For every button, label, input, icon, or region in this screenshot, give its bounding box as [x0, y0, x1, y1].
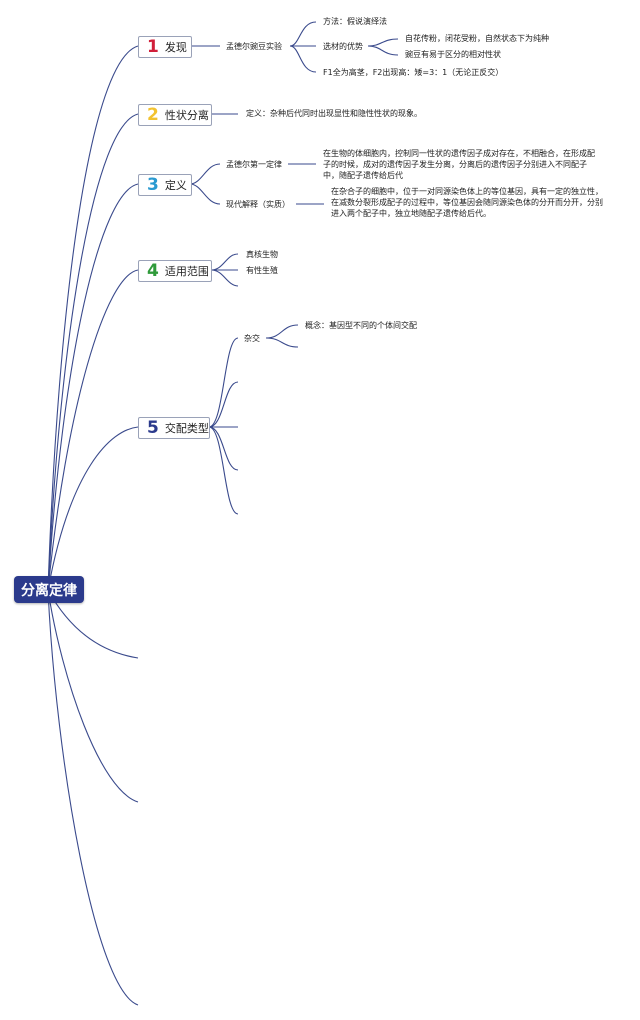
- branch-t5-cross: [208, 337, 239, 428]
- topic-number: 5: [147, 418, 159, 438]
- topic-label: 发现: [164, 41, 187, 54]
- branch-root-topic2: [47, 113, 139, 591]
- branch-adv-1: [367, 38, 399, 47]
- topic-label: 性状分离: [164, 109, 209, 122]
- node-sexual-reproduction[interactable]: 有性生殖: [246, 266, 278, 275]
- node-modern-text[interactable]: 在杂合子的细胞中，位于一对同源染色体上的等位基因，具有一定的独立性，在减数分裂形…: [331, 187, 603, 218]
- branch-root-topic4: [47, 269, 139, 591]
- node-f1f2-result[interactable]: F1全为高茎，F2出现高：矮=3：1（无论正反交）: [323, 68, 504, 77]
- topic-discovery[interactable]: 1 发现: [138, 36, 192, 58]
- branch-root-empty2: [47, 589, 139, 803]
- root-topic[interactable]: 分离定律: [14, 576, 84, 603]
- node-method[interactable]: 方法：假说演绎法: [323, 17, 387, 26]
- topic-number: 1: [147, 37, 159, 57]
- topic-mating-types[interactable]: 5 交配类型: [138, 417, 210, 439]
- branch-cross-concept: [265, 324, 299, 339]
- node-cross-concept[interactable]: 概念：基因型不同的个体间交配: [305, 321, 417, 330]
- topic-scope[interactable]: 4 适用范围: [138, 260, 212, 282]
- branch-t3-law1: [189, 163, 221, 185]
- node-advantage[interactable]: 选材的优势: [323, 42, 363, 51]
- node-eukaryote[interactable]: 真核生物: [246, 250, 278, 259]
- branch-cross-empty: [265, 337, 299, 348]
- branch-root-topic5: [47, 426, 139, 591]
- topic-label: 定义: [164, 179, 187, 192]
- topic-number: 2: [147, 105, 159, 125]
- topic-label: 适用范围: [164, 265, 209, 278]
- topic-segregation[interactable]: 2 性状分离: [138, 104, 212, 126]
- node-modern-explanation[interactable]: 现代解释（实质）: [226, 200, 290, 209]
- node-mendel-first-law[interactable]: 孟德尔第一定律: [226, 160, 282, 169]
- node-adv-traits[interactable]: 豌豆有易于区分的相对性状: [405, 50, 501, 59]
- topic-label: 交配类型: [164, 422, 209, 435]
- node-segregation-definition[interactable]: 定义：杂种后代同时出现显性和隐性性状的现象。: [246, 109, 422, 118]
- branch-mendel-f1f2: [289, 45, 317, 73]
- branch-t5-e4: [208, 426, 239, 515]
- branch-root-topic1: [47, 45, 139, 591]
- branch-t5-e1: [208, 381, 239, 428]
- node-mendel-experiment[interactable]: 孟德尔豌豆实验: [226, 42, 282, 51]
- topic-definition[interactable]: 3 定义: [138, 174, 192, 196]
- branch-t4-empty: [210, 269, 239, 287]
- branch-t4-item1: [210, 253, 239, 271]
- branch-adv-2: [367, 45, 399, 56]
- branch-root-empty3: [47, 589, 139, 1006]
- node-first-law-text[interactable]: 在生物的体细胞内，控制同一性状的遗传因子成对存在，不相融合，在形成配子的时候，成…: [323, 149, 595, 180]
- branch-mendel-method: [289, 21, 317, 47]
- node-cross[interactable]: 杂交: [244, 334, 260, 343]
- branch-root-topic3: [47, 183, 139, 591]
- topic-number: 4: [147, 261, 159, 281]
- topic-number: 3: [147, 175, 159, 195]
- branch-t3-modern: [189, 183, 221, 205]
- node-adv-self-pollination[interactable]: 自花传粉，闭花受粉，自然状态下为纯种: [405, 34, 549, 43]
- branch-t5-e3: [208, 426, 239, 471]
